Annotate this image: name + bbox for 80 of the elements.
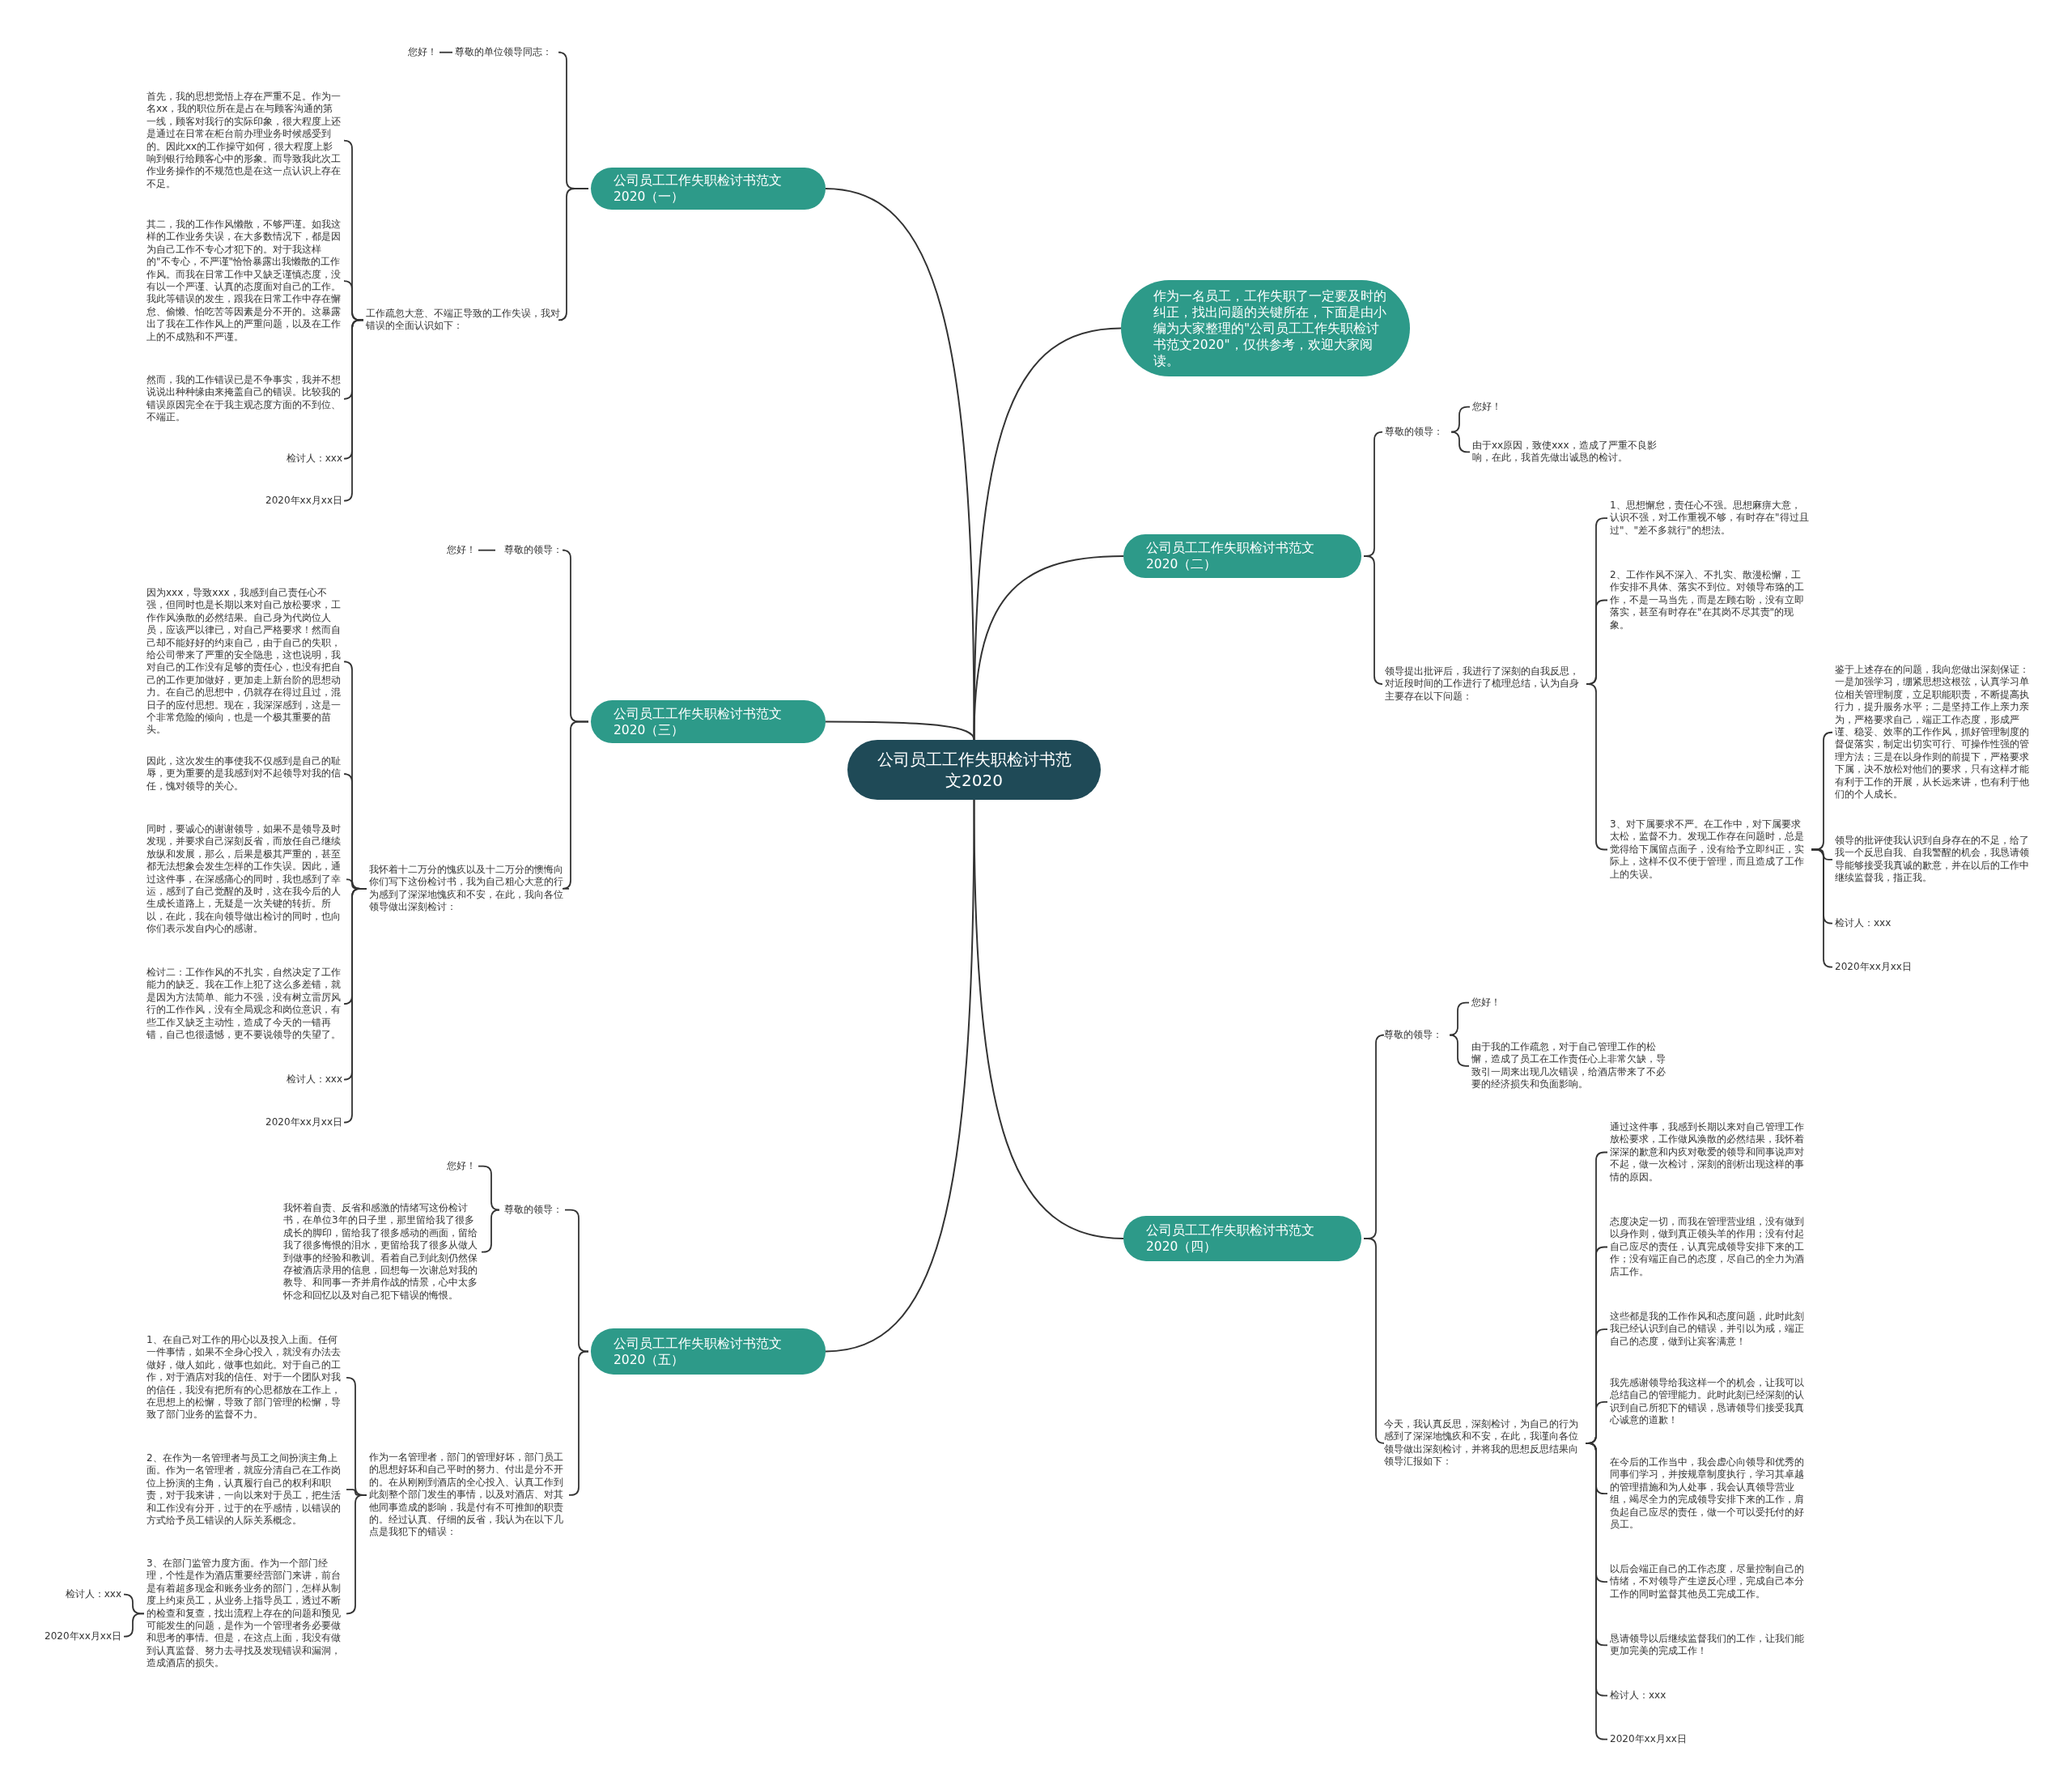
note-text: 2020年xx月xx日 [1835,961,1932,974]
note-text: 2020年xx月xx日 [245,1116,342,1129]
note-text: 您好！ [440,1160,476,1173]
note-text: 您好！ [401,46,437,59]
connector-line [1363,555,1383,685]
note-text: 这些都是我的工作作风和态度问题，此时此刻我已经认识到自己的错误，并引以为戒，端正自己的态度，做到让宾客满意！ [1610,1311,1809,1349]
note-text: 其二，我的工作作风懒散，不够严谨。如我这样的工作业务失误，在大多数情况下，都是因为自己工作不专心才犯下的。对于我这样的"不专心，不严谨"恰恰暴露出我懒散的工作作风。而我在日常工作中又缺乏谨慎态度，没有以一个严谨、认真的态度面对自己的工作。我此等错误的发生，跟我在日常工作中存在懈怠、偷懒、怕吃苦等因素是分不开的。这暴露出了我在工作作风上的严重问题，以及在工作上的不成熟和不严谨。 [146,219,342,344]
note-text: 尊敬的领导： [498,544,563,557]
note-text: 因为xxx，导致xxx，我感到自己责任心不强，但同时也是长期以来对自己放松要求，工作作风涣散的必然结果。自己身为代岗位人员，应该严以律已，对自己严格要求！然而自己却不能好好的约束自己，由于自己的失职，给公司带来了严重的安全隐患，这也说明，我对自己的工作没有足够的责任心，也没有把自己的工作更加做好，更加走上新台阶的思想动力。在自己的思想中，仍就存在得过且过，混日子的应付思想。现在，我深深感到，这是一个非常危险的倾向，也是一个极其重要的苗头。 [146,587,344,737]
note-text: 3、对下属要求不严。在工作中，对下属要求太松，监督不力。发现工作存在问题时，总是觉得给下属留点面子，没有给予立即纠正，实际上，这样不仅不便于管理，而且造成了工作上的失误。 [1610,818,1809,882]
connector-line [346,1494,367,1615]
connector-line [562,720,589,890]
note-text: 鉴于上述存在的问题，我向您做出深刻保证：一是加强学习，绷紧思想这根弦，认真学习单位相关管理制度，立足职能职责，不断提高执行力，提升服务水平；二是坚持工作上亲力亲为，严格要求自己，端正工作态度，形成严谨、稳妥、效率的工作作风，抓好管理制度的督促落实，制定出切实可行、可操作性强的管理方法；三是在以身作则的前提下，严格要求下属，决不放松对他们的要求，只有这样才能有利于工作的开展，从长远来讲，也有利于他们的个人成长。 [1835,664,2037,801]
connector-line [1449,1001,1470,1036]
note-text: 尊敬的单位领导同志： [455,46,558,59]
connector-line [1449,1034,1470,1067]
note-text: 作为一名管理者，部门的管理好坏，部门员工的思想好坏和自己平时的努力、付出是分不开的。在从刚刚到酒店的全心投入、认真工作到此刻整个部门发生的事情，以及对酒店、对其他同事造成的影响，我是付有不可推卸的职责的。经过认真、仔细的反省，我认为在以下几点是我犯下的错误： [369,1451,567,1539]
note-text: 1、在自己对工作的用心以及投入上面。任何一件事情，如果不全身心投入，就没有办法去做好，做人如此，做事也如此。对于自己的工作，对于酒店对我的信任、对于一个团队对我的信任，我没有把所有的心思都放在工作上，在思想上的松懈，导致了部门管理的松懈，导致了部门业务的监督不力。 [146,1334,344,1421]
note-text: 在今后的工作当中，我会虚心向领导和优秀的同事们学习，并按规章制度执行，学习其卓越的管理措施和为人处事，我会认真领导营业组，竭尽全力的完成领导安排下来的工作，肩负起自己应尽的责任，做一个可以受托付的好员工。 [1610,1456,1809,1532]
connector-line [439,51,453,53]
note-text: 态度决定一切，而我在管理营业组，没有做到以身作则，做到真正领头羊的作用；没有付起自己应尽的责任，认真完成领导安排下来的工作；没有端正自己的态度，尽自己的全力为酒店工作。 [1610,1216,1809,1279]
branch-topic: 公司员工工作失职检讨书范文2020（五） [591,1328,826,1375]
connector-line [478,1165,500,1211]
connector-line [1363,1238,1385,1444]
connector-line [1586,683,1608,851]
branch-topic: 公司员工工作失职检讨书范文2020（二） [1123,534,1361,578]
branch-topic: 公司员工工作失职检讨书范文2020（四） [1123,1216,1361,1261]
note-text: 2020年xx月xx日 [1610,1733,1707,1746]
note-text: 检讨人：xxx [1610,1689,1691,1702]
note-text: 领导的批评使我认识到自身存在的不足，给了我一个反思自我、自我警醒的机会，我恳请领导能够接受我真诚的歉意，并在以后的工作中继续监督我，指正我。 [1835,835,2037,885]
note-text: 以后会端正自己的工作态度，尽量控制自己的情绪，不对领导产生逆反心理，完成自己本分工作的同时监督其他员工完成工作。 [1610,1563,1809,1601]
connector-line [973,799,1124,1239]
note-text: 我先感谢领导给我这样一个的机会，让我可以总结自己的管理能力。此时此刻已经深刻的认识到自己所犯下的错误，恳请领导们接受我真心诚意的道歉！ [1610,1377,1809,1427]
connector-line [973,555,1124,741]
central-topic: 公司员工工作失职检讨书范文2020 [847,740,1101,800]
connector-line [1450,406,1471,433]
note-text: 今天，我认真反思，深刻检讨，为自己的行为感到了深深地愧疚和不安，在此，我谨向各位领导做出深刻检讨，并将我的思想反思结果向领导汇报如下： [1384,1418,1583,1468]
summary-bubble: 作为一名员工，工作失职了一定要及时的纠正，找出问题的关键所在，下面是由小编为大家整理的"公司员工工作失职检讨书范文2020"，仅供参考，欢迎大家阅读。 [1121,280,1410,376]
note-text: 1、思想懈怠，责任心不强。思想麻痹大意，认识不强，对工作重视不够，有时存在"得过且过"、"差不多就行"的想法。 [1610,499,1809,538]
connector-line [558,188,589,321]
note-text: 2、工作作风不深入、不扎实、散漫松懈，工作安排不具体、落实不到位。对领导布臵的工作，不是一马当先，而是左顾右盼，没有立即落实，甚至有时存在"在其岗不尽其责"的现象。 [1610,569,1809,632]
note-text: 然而，我的工作错误已是不争事实，我并不想说说出种种缘由来掩盖自己的错误。比较我的错误原因完全在于我主观态度方面的不到位、不端正。 [146,374,342,424]
note-text: 由于xx原因，致使xxx，造成了严重不良影响，在此，我首先做出诚恳的检讨。 [1472,440,1671,465]
note-text: 尊敬的领导： [498,1204,563,1217]
note-text: 由于我的工作疏忽，对于自己管理工作的松懈，造成了员工在工作责任心上非常欠缺，导致引一周来出现几次错误，给酒店带来了不必要的经济损失和负面影响。 [1471,1041,1671,1091]
connector-line [478,549,496,551]
note-text: 您好！ [1472,401,1508,414]
note-text: 首先，我的思想觉悟上存在严重不足。作为一名xx，我的职位所在是占在与顾客沟通的第一线，顾客对我行的实际印象，很大程度上还是通过在日常在柜台前办理业务时候感受到的。因此xx的工作操守如何，很大程度上影响到银行给顾客心中的形象。而导致我此次工作业务操作的不规范也是在这一点认识上存在不足。 [146,91,342,191]
note-text: 2、在作为一名管理者与员工之间扮演主角上面。作为一名管理者，就应分清自己在工作岗位上扮演的主角，认真履行自己的权利和职责，对于我来讲，一向以来对于员工，把生活和工作没有分开，过于的在乎感情，以错误的方式给予员工错误的人际关系概念。 [146,1452,344,1528]
note-text: 您好！ [1471,996,1507,1009]
note-text: 检讨人：xxx [261,1073,342,1086]
connector-line [343,319,364,502]
note-text: 尊敬的领导： [1385,426,1453,439]
note-text: 您好！ [440,544,476,557]
branch-topic: 公司员工工作失职检讨书范文2020（一） [591,168,826,210]
connector-line [343,887,367,1124]
branch-topic: 公司员工工作失职检讨书范文2020（三） [591,700,826,743]
connector-line [1811,848,1833,968]
note-text: 2020年xx月xx日 [16,1630,121,1643]
connector-line [568,1350,589,1496]
note-text: 2020年xx月xx日 [245,495,342,508]
connector-line [123,1613,145,1638]
connector-line [481,1209,500,1253]
note-text: 我怀着自责、反省和感激的情绪写这份检讨书，在单位3年的日子里，那里留给我了很多成长的脚印，留给我了很多感动的画面，留给我了很多悔恨的泪水，更留给我了很多从做人到做事的经验和教训。看着自己到此刻仍然保存被酒店录用的信息，回想每一次谢总对我的教导、和同事一齐并肩作战的情景，心中太多怀念和回忆以及对自己犯下错误的悔恨。 [283,1202,479,1302]
note-text: 通过这件事，我感到长期以来对自己管理工作放松要求，工作做风涣散的必然结果，我怀着深深的歉意和内疚对敬爱的领导和同事说声对不起，做一次检讨，深刻的剖析出现这样的事情的原因。 [1610,1121,1809,1184]
note-text: 因此，这次发生的事使我不仅感到是自己的耻辱，更为重要的是我感到对不起领导对我的信任，愧对领导的关心。 [146,755,344,793]
connector-line [825,720,975,741]
note-text: 检讨人：xxx [32,1588,121,1601]
note-text: 我怀着十二万分的愧疚以及十二万分的懊悔向你们写下这份检讨书，我为自己粗心大意的行为感到了深深地愧疚和不安，在此，我向各位领导做出深刻检讨： [369,864,567,914]
note-text: 3、在部门监管力度方面。作为一个部门经理，个性是作为酒店重要经营部门来讲，前台是有着超多现金和账务业务的部门，怎样从制度上约束员工，从业务上指导员工，透过不断的检查和复查，找出流程上存在的问题和预见可能发生的问题，是作为一个管理者务必要做和思考的事情。但是，在这点上面，我没有做到认真监督、努力去寻找及发现错误和漏洞，造成酒店的损失。 [146,1557,344,1670]
connector-line [1450,431,1471,453]
note-text: 同时，要诚心的谢谢领导，如果不是领导及时发现，并要求自己深刻反省，而放任自己继续放纵和发展，那么，后果是极其严重的，甚至都无法想象会发生怎样的工作失误。因此，通过这件事，在深感痛心的同时，我也感到了幸运，感到了自己觉醒的及时，这在我今后的人生成长道路上，无疑是一次关键的转折。所以，在此，我在向领导做出检讨的同时，也向你们表示发自内心的感谢。 [146,823,344,936]
note-text: 检讨人：xxx [1835,917,1916,930]
note-text: 恳请领导以后继续监督我们的工作，让我们能更加完美的完成工作！ [1610,1633,1809,1658]
note-text: 工作疏忽大意、不端正导致的工作失误，我对错误的全面认识如下： [366,308,560,333]
note-text: 领导提出批评后，我进行了深刻的自我反思，对近段时间的工作进行了梳理总结，认为自身主要存在以下问题： [1385,665,1584,703]
note-text: 尊敬的领导： [1384,1029,1452,1042]
note-text: 检讨人：xxx [261,453,342,465]
connector-line [825,799,975,1353]
note-text: 检讨二：工作作风的不扎实，自然决定了工作能力的缺乏。我在工作上犯了这么多差错，就是因为方法简单、能力不强，没有树立雷厉风行的工作作风，没有全局观念和岗位意识，有些工作又缺乏主动性，造成了今天的一错再错，自己也很遗憾，更不要说领导的失望了。 [146,967,344,1042]
